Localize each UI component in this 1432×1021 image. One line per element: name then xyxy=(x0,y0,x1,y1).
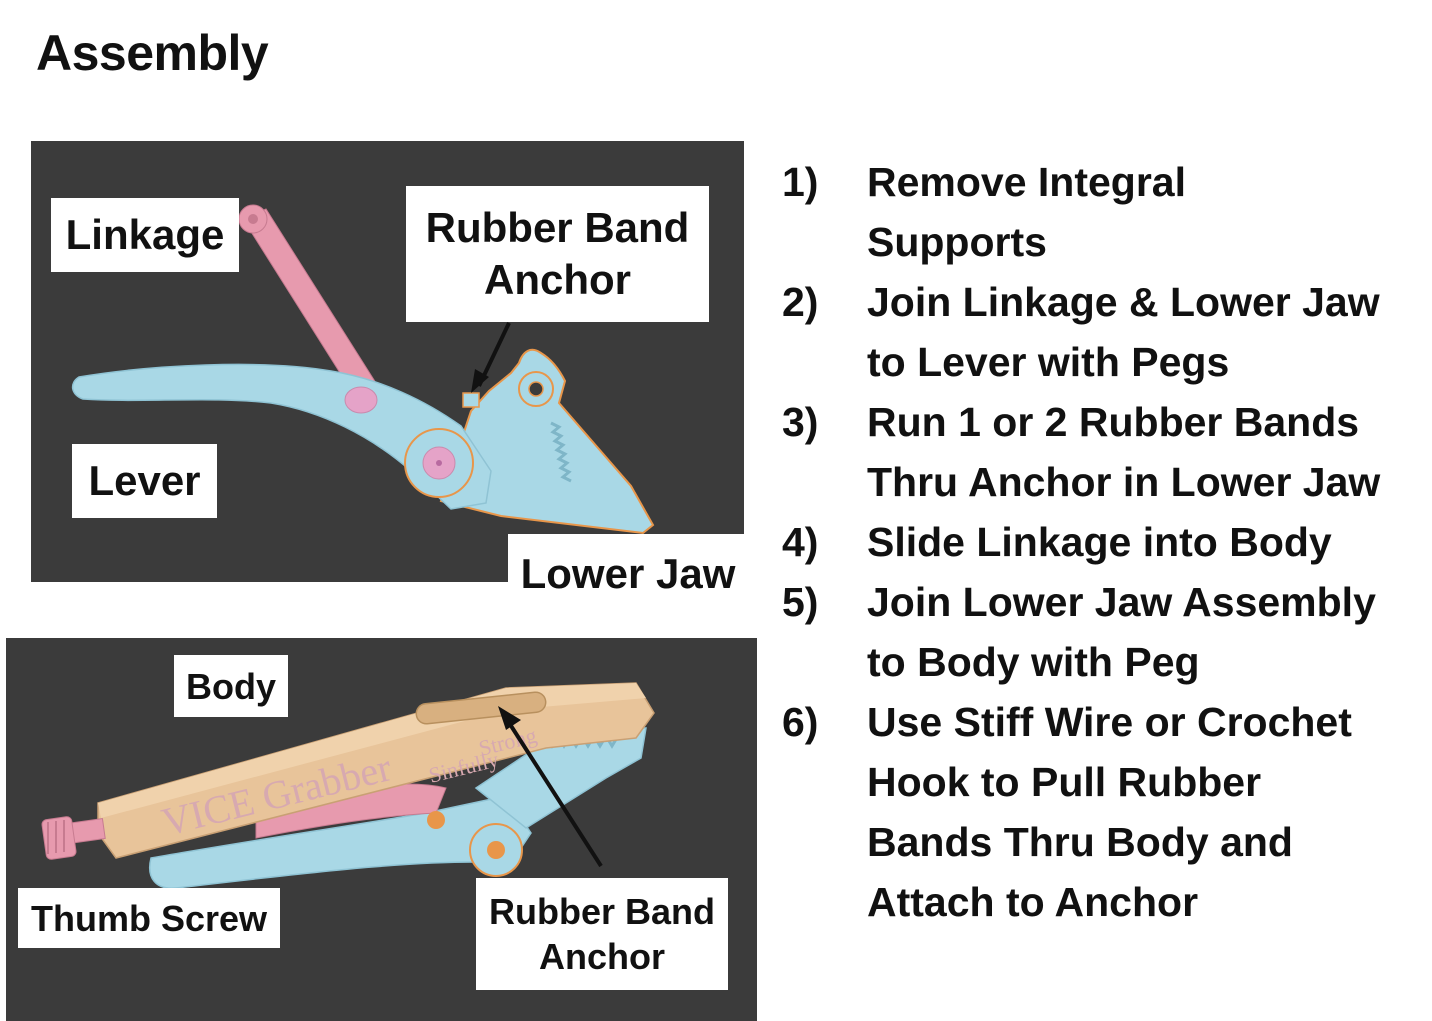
body-label: Body xyxy=(174,655,288,717)
body-assembly-illustration: VICE Grabber Sinfully Strong xyxy=(41,682,655,889)
lever-label: Lever xyxy=(72,444,217,518)
body-label-text: Body xyxy=(186,665,276,707)
step-item: 1) Remove Integral Supports xyxy=(782,152,1422,272)
step-line: Use Stiff Wire or Crochet xyxy=(867,699,1352,745)
step-item: 6) Use Stiff Wire or Crochet Hook to Pul… xyxy=(782,692,1422,932)
step-number: 5) xyxy=(782,579,819,625)
linkage-label-text: Linkage xyxy=(65,210,225,258)
step-line: Supports xyxy=(867,219,1047,265)
step-number: 1) xyxy=(782,159,819,205)
thumb-screw-label: Thumb Screw xyxy=(18,888,280,948)
step-number: 3) xyxy=(782,399,819,445)
step-line: Attach to Anchor xyxy=(867,879,1199,925)
step-item: 5) Join Lower Jaw Assembly to Body with … xyxy=(782,572,1422,692)
rubber-band-anchor-label-bottom: Rubber Band Anchor xyxy=(476,878,728,990)
step-line: Bands Thru Body and xyxy=(867,819,1293,865)
thumb-screw-label-text: Thumb Screw xyxy=(30,897,268,939)
step-line: Thru Anchor in Lower Jaw xyxy=(867,459,1381,505)
assembly-steps-list: 1) Remove Integral Supports 2) Join Link… xyxy=(782,152,1422,932)
step-item: 4) Slide Linkage into Body xyxy=(782,512,1422,572)
lower-jaw-label-text: Lower Jaw xyxy=(520,549,736,597)
anchor-label-line2: Anchor xyxy=(484,256,631,303)
body-slot xyxy=(415,691,547,725)
step-number: 6) xyxy=(782,699,819,745)
thumb-screw-part xyxy=(41,816,106,860)
step-item: 3) Run 1 or 2 Rubber Bands Thru Anchor i… xyxy=(782,392,1422,512)
lever-assembly-illustration xyxy=(71,204,655,535)
rubber-band-anchor-label-top: Rubber Band Anchor xyxy=(406,186,709,322)
step-line: to Body with Peg xyxy=(867,639,1200,685)
step-line: to Lever with Pegs xyxy=(867,339,1230,385)
lower-jaw-label: Lower Jaw xyxy=(508,534,748,614)
anchor-label-bottom-line2: Anchor xyxy=(539,936,665,977)
linkage-label: Linkage xyxy=(51,198,239,272)
page-title: Assembly xyxy=(36,25,269,81)
step-text: Use Stiff Wire or Crochet Hook to Pull R… xyxy=(867,692,1422,932)
step-text: Remove Integral Supports xyxy=(867,152,1422,272)
anchor-arrow-bottom xyxy=(498,706,603,868)
step-line: Run 1 or 2 Rubber Bands xyxy=(867,399,1360,445)
anchor-label-bottom-line1: Rubber Band xyxy=(488,891,715,932)
step-line: Join Linkage & Lower Jaw xyxy=(867,279,1380,325)
lever-label-text: Lever xyxy=(88,456,201,504)
bottom-panel-render: VICE Grabber Sinfully Strong Body Thumb … xyxy=(6,638,757,1021)
lower-jaw-part xyxy=(439,348,655,535)
anchor-tab xyxy=(462,392,480,408)
step-text: Join Lower Jaw Assembly to Body with Peg xyxy=(867,572,1422,692)
step-line: Slide Linkage into Body xyxy=(867,519,1332,565)
step-number: 4) xyxy=(782,519,819,565)
step-line: Join Lower Jaw Assembly xyxy=(867,579,1376,625)
top-panel-render: Linkage Rubber Band Anchor Lever xyxy=(31,141,744,582)
anchor-label-line1: Rubber Band xyxy=(425,203,690,251)
step-number: 2) xyxy=(782,279,819,325)
lever-part xyxy=(71,363,492,510)
anchor-arrow xyxy=(471,322,511,393)
step-item: 2) Join Linkage & Lower Jaw to Lever wit… xyxy=(782,272,1422,392)
step-text: Join Linkage & Lower Jaw to Lever with P… xyxy=(867,272,1422,392)
linkage-part xyxy=(238,204,382,404)
step-line: Hook to Pull Rubber xyxy=(867,759,1262,805)
step-line: Remove Integral xyxy=(867,159,1186,205)
step-text: Run 1 or 2 Rubber Bands Thru Anchor in L… xyxy=(867,392,1422,512)
step-text: Slide Linkage into Body xyxy=(867,512,1422,572)
